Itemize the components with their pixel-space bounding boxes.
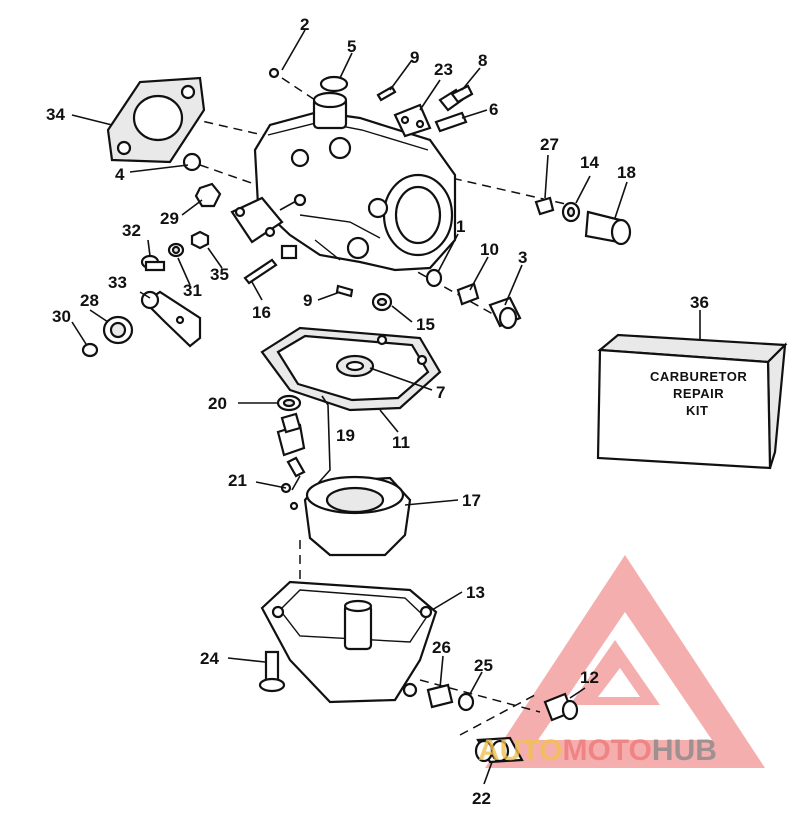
callout-24: 24 [200, 649, 219, 668]
callout-26: 26 [432, 638, 451, 657]
middle-fasteners [335, 268, 522, 330]
callout-18: 18 [617, 163, 636, 182]
watermark-hub: HUB [652, 734, 717, 767]
callout-6: 6 [489, 100, 498, 119]
callout-34: 34 [46, 105, 65, 124]
callout-numbers: 2 5 9 23 8 6 34 4 27 14 18 29 32 35 31 3… [46, 15, 709, 808]
callout-31: 31 [183, 281, 202, 300]
watermark-moto: MOTO [562, 734, 651, 767]
svg-text:AUTOMOTOHUB: AUTOMOTOHUB [478, 734, 717, 767]
leader-lines [71, 29, 701, 785]
callout-20: 20 [208, 394, 227, 413]
callout-11: 11 [392, 433, 410, 452]
callout-28: 28 [80, 291, 99, 310]
callout-22: 22 [472, 789, 491, 808]
watermark-text: AUTOMOTOHUB [478, 734, 717, 767]
callout-19: 19 [336, 426, 355, 445]
left-parts [81, 230, 298, 358]
callout-10: 10 [480, 240, 499, 259]
callout-23: 23 [434, 60, 453, 79]
callout-16: 16 [252, 303, 271, 322]
callout-9-top: 9 [410, 48, 419, 67]
callout-14: 14 [580, 153, 599, 172]
watermark-auto: AUTO [478, 734, 562, 767]
bowl-gasket-11 [260, 326, 442, 412]
carburetor-body [253, 91, 457, 272]
gasket-34 [106, 76, 206, 164]
float-bowl-13 [260, 580, 438, 704]
callout-2: 2 [300, 15, 309, 34]
callout-30: 30 [52, 307, 71, 326]
callout-17: 17 [462, 491, 481, 510]
kit-label-line1: CARBURETOR [650, 369, 747, 384]
callout-35: 35 [210, 265, 229, 284]
callout-9-mid: 9 [303, 291, 312, 310]
callout-13: 13 [466, 583, 485, 602]
callout-25: 25 [474, 656, 493, 675]
callout-15: 15 [416, 315, 435, 334]
bottom-fasteners [258, 650, 579, 764]
callout-32: 32 [122, 221, 141, 240]
small-parts-top [182, 67, 474, 172]
callout-8: 8 [478, 51, 487, 70]
repair-kit-box: CARBURETOR REPAIR KIT [596, 333, 788, 470]
callout-33: 33 [108, 273, 127, 292]
callout-21: 21 [228, 471, 247, 490]
callout-3: 3 [518, 248, 527, 267]
callout-29: 29 [160, 209, 179, 228]
callout-5: 5 [347, 37, 356, 56]
callout-1: 1 [456, 217, 465, 236]
callout-4: 4 [115, 165, 125, 184]
callout-27: 27 [540, 135, 559, 154]
kit-label-line3: KIT [686, 403, 708, 418]
kit-label-line2: REPAIR [673, 386, 724, 401]
float-17 [303, 475, 412, 557]
needle-valve-parts [276, 394, 331, 511]
right-fasteners [534, 196, 632, 246]
callout-36: 36 [690, 293, 709, 312]
callout-12: 12 [580, 668, 599, 687]
callout-7: 7 [436, 383, 445, 402]
